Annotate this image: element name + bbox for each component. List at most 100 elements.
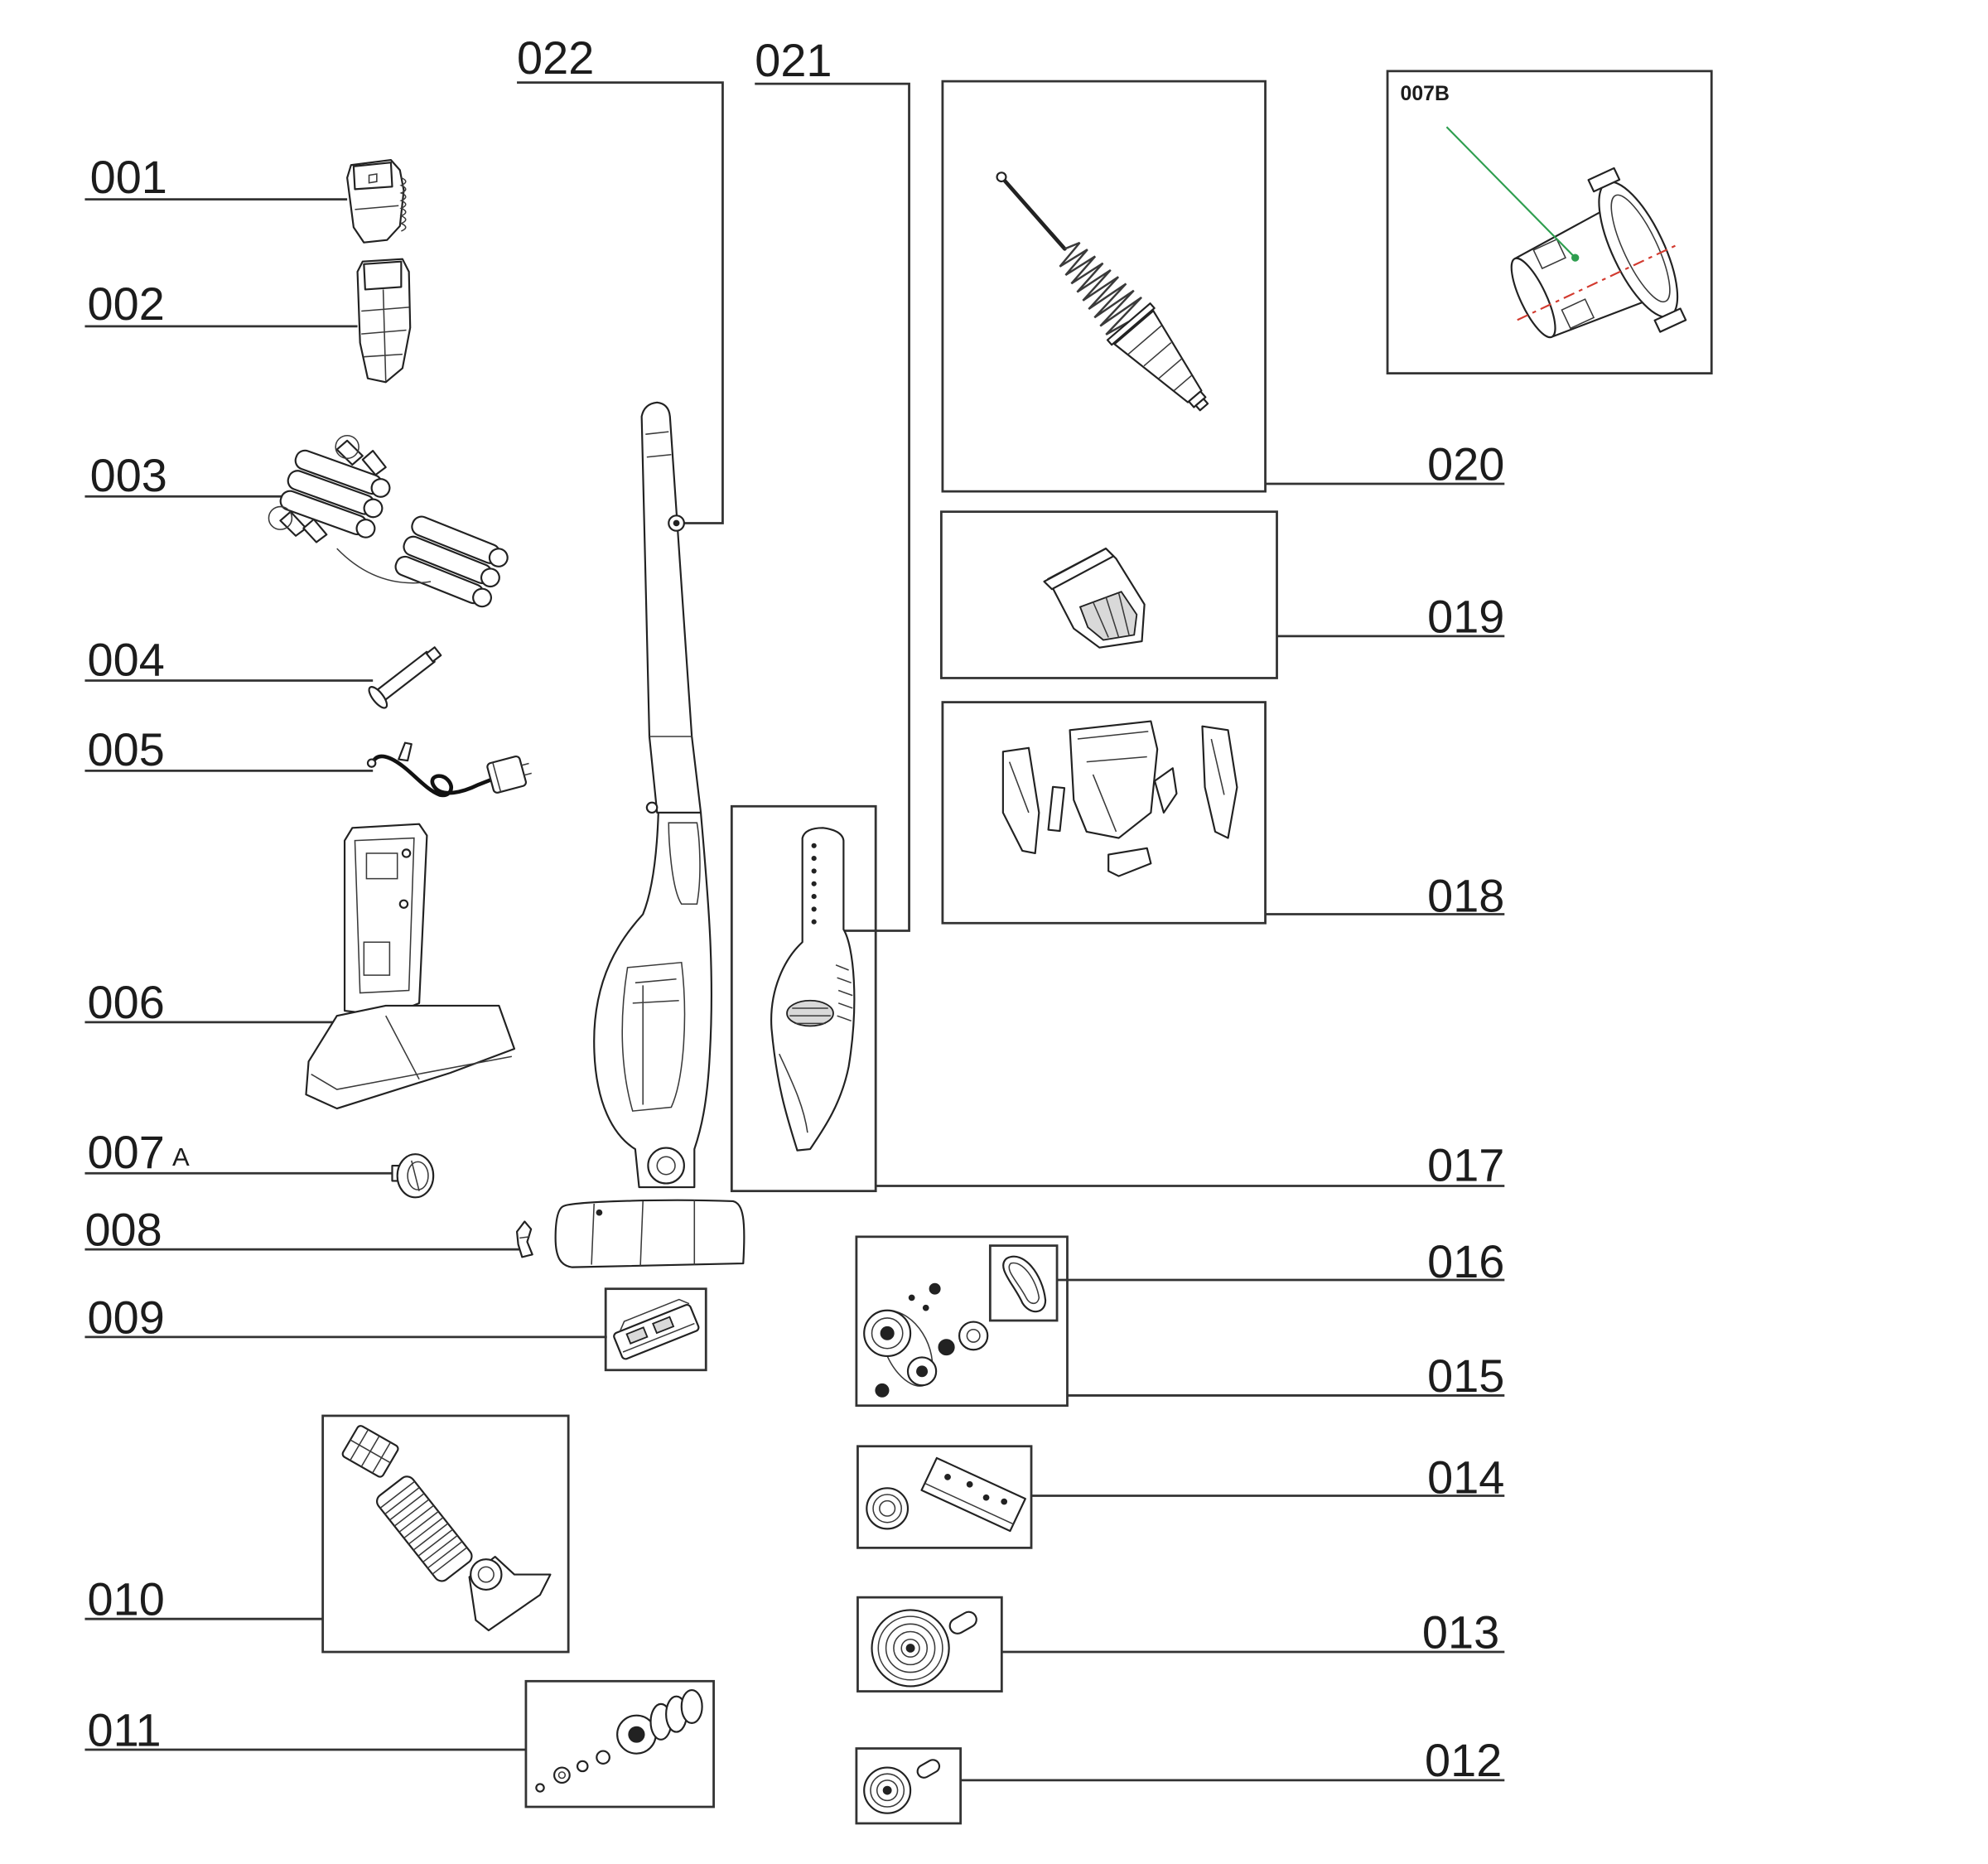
part-020-end-tip [1194, 398, 1209, 412]
part-007b-tab [1653, 307, 1687, 333]
part-008-body [515, 1220, 533, 1258]
part-011-bearing-inner [557, 1771, 567, 1779]
part-014-base-plate [920, 1456, 1026, 1533]
part-011-washer [576, 1760, 589, 1773]
part-018-small-latch [1047, 785, 1066, 833]
part-004-flange [368, 686, 388, 709]
part-013-large-wheel [871, 1609, 977, 1688]
callout-label-020: 020 [1427, 439, 1504, 490]
part-007b-left-end [1510, 257, 1556, 339]
part-022-handle-grip [645, 431, 672, 458]
part-010-bristles [379, 1480, 468, 1575]
callout-label-016: 016 [1427, 1236, 1504, 1287]
part-012-hub [882, 1785, 892, 1795]
part-003-wire [336, 548, 432, 584]
part-017-grip-ribs [835, 964, 853, 1022]
part-017-vent-dot [811, 868, 817, 874]
part-002-grid [361, 289, 409, 381]
part-010-cap-hub [470, 1558, 503, 1591]
callout-label-018: 018 [1427, 871, 1504, 922]
part-011-drive-gear-set [535, 1688, 703, 1793]
part-015-pulley-ring [966, 1328, 981, 1343]
part-013-ring [893, 1630, 929, 1666]
part-006-socket [363, 941, 391, 976]
part-003-wire-loop [268, 505, 293, 530]
part-012-ring [870, 1773, 905, 1808]
part-017-vent-dot [811, 843, 817, 848]
part-004-axle-pin [368, 646, 442, 709]
part-001-battery-cover [346, 159, 407, 244]
part-008-detail [519, 1236, 530, 1239]
part-018-left-shell [1001, 746, 1040, 855]
part-003-terminal-tab [302, 518, 328, 543]
part-022-body [593, 811, 713, 1189]
part-014-plate-hole [1001, 1498, 1008, 1505]
part-019-filter [1043, 548, 1146, 649]
part-017-filter-grille [786, 999, 834, 1027]
part-016-belt [1002, 1255, 1047, 1313]
part-022-dust-bin [621, 961, 686, 1112]
part-015-gear-ring [871, 1317, 904, 1350]
part-007b-ring-inner [1610, 194, 1671, 303]
part-014-plate-hole [966, 1480, 973, 1488]
part-019-mesh-lines [1092, 592, 1130, 638]
part-005-charger-adapter [366, 741, 532, 798]
part-018-release-button [1153, 767, 1178, 814]
part-005-cable-end [366, 758, 377, 768]
part-018-canister-rim [1077, 731, 1149, 833]
part-022-power-button [645, 801, 659, 814]
callout-label-008: 008 [84, 1205, 162, 1256]
part-015-gear-hub [916, 1365, 929, 1378]
part-018-right-shell [1201, 725, 1238, 839]
part-003-wire-loop [335, 434, 359, 460]
part-005-plug [398, 741, 413, 762]
part-003-pack-lower [394, 515, 509, 608]
part-005-power-brick [486, 755, 532, 794]
part-009-latch [613, 1298, 700, 1360]
callout-label-001: 001 [90, 152, 167, 203]
battery-cell-end [355, 519, 376, 538]
part-013-ring [900, 1638, 920, 1658]
callout-label-007-suffix: A [172, 1142, 190, 1171]
battery-cell-end [488, 548, 509, 567]
part-015-pin [922, 1304, 929, 1311]
callout-label-015: 015 [1427, 1350, 1504, 1402]
part-001-top-face [352, 162, 393, 191]
part-022-handle-stick [640, 401, 702, 814]
part-007b-tab [1587, 167, 1621, 193]
part-009-slot [625, 1326, 649, 1345]
part-015-bearing [938, 1339, 955, 1356]
part-010-end-cap [468, 1556, 552, 1632]
part-011-bearing [596, 1750, 610, 1765]
callout-label-006: 006 [88, 978, 165, 1029]
part-009-slot [652, 1316, 675, 1335]
part-001-slot [355, 173, 399, 210]
part-007a-grip [411, 1160, 420, 1191]
part-016-belt-loop [1002, 1255, 1047, 1313]
part-011-coupling [680, 1688, 703, 1724]
part-022-neck-joint-inner [656, 1156, 676, 1176]
part-017-vent-dot [811, 894, 817, 900]
part-001-coil [399, 176, 407, 232]
part-007b-slot [1561, 298, 1595, 330]
callout-label-003: 003 [90, 450, 167, 501]
part-009-edge [619, 1298, 695, 1353]
battery-cell-end [472, 587, 492, 608]
part-003-terminal-tab [361, 450, 387, 476]
callout-label-013: 013 [1422, 1607, 1499, 1659]
part-013-axle [948, 1610, 977, 1635]
part-017-seam [779, 1053, 808, 1133]
part-006-base [305, 1004, 516, 1110]
part-013-hub [905, 1644, 915, 1653]
part-022-dust-bin-filter [632, 978, 679, 1105]
part-017-vent-dot [811, 881, 817, 886]
part-018-dust-container-parts [1001, 720, 1238, 877]
part-014-plate-hole [982, 1494, 990, 1501]
part-015-gear-train [863, 1282, 989, 1398]
part-002-battery-housing [356, 258, 412, 384]
part-022-floor-nozzle [554, 1199, 746, 1268]
part-022-neck-joint [647, 1147, 685, 1185]
part-013-ring [877, 1615, 943, 1681]
part-010-block-ridges [350, 1429, 392, 1474]
part-022-handheld-grip [668, 822, 701, 905]
